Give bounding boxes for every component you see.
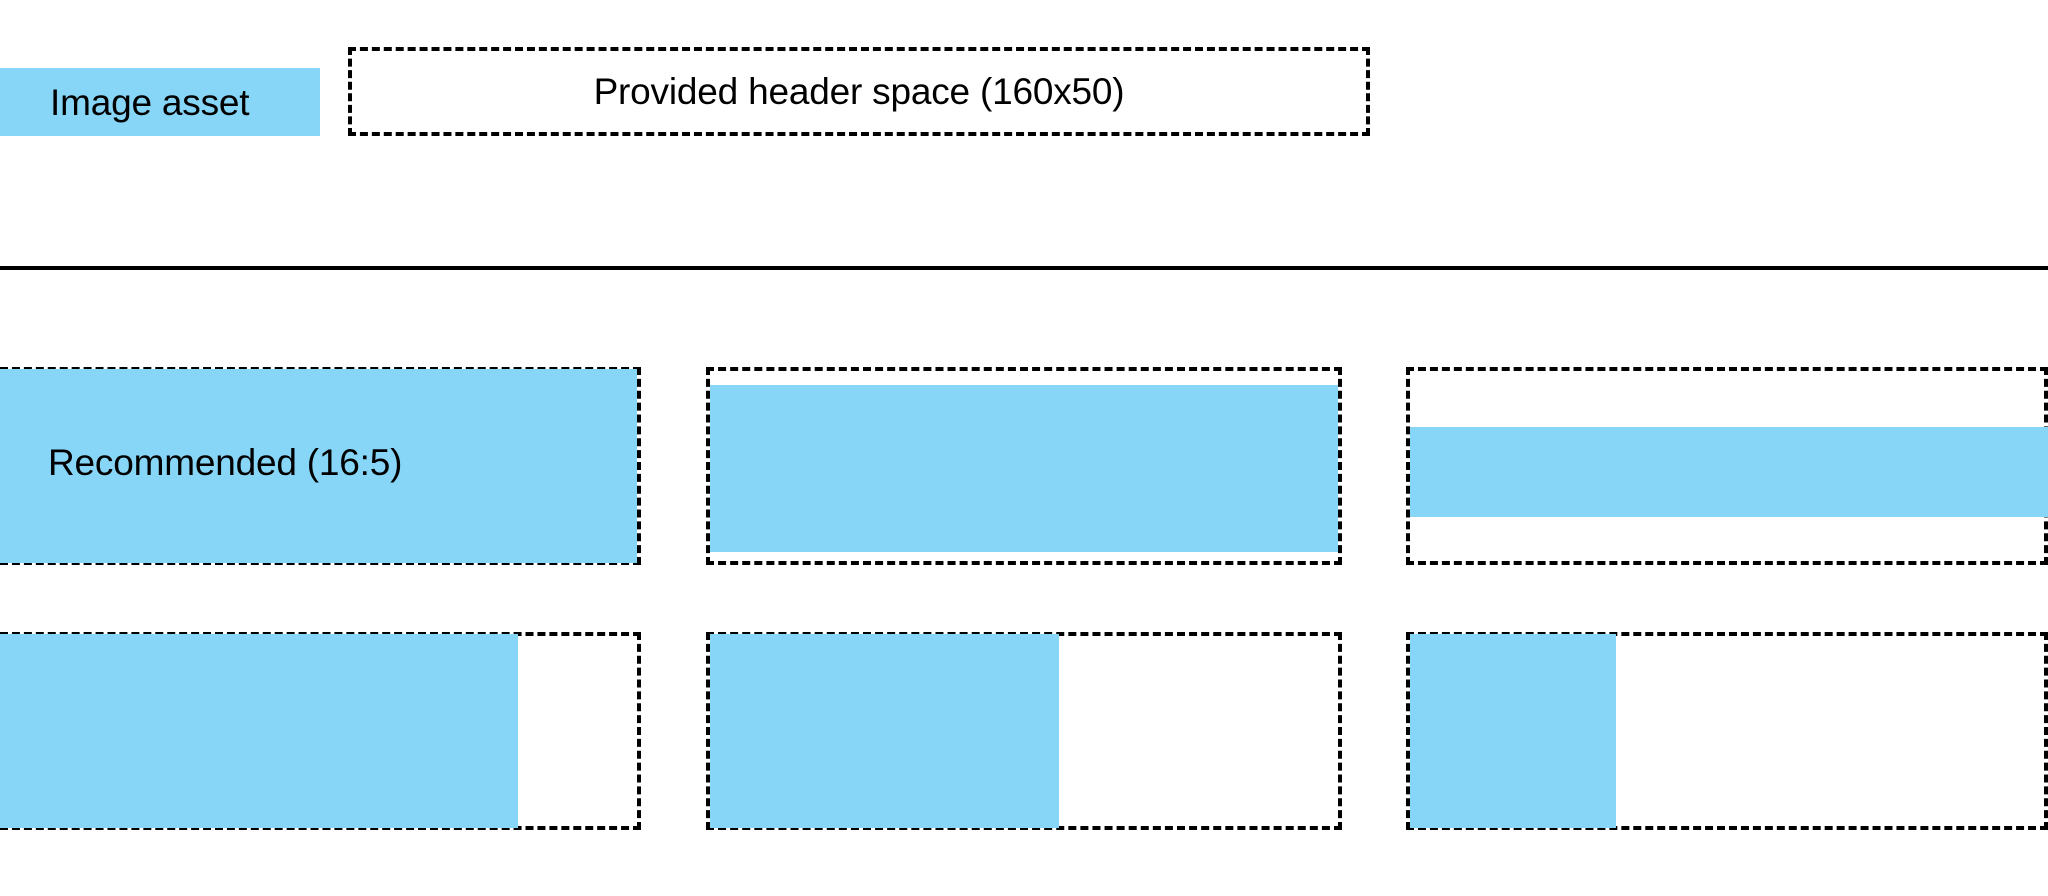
section-divider bbox=[0, 266, 2048, 270]
sample-fill-row2-col2 bbox=[710, 634, 1059, 828]
sample-label-recommended: Recommended (16:5) bbox=[48, 442, 403, 483]
sample-fill-row1-col1 bbox=[0, 369, 637, 563]
sample-tile-row1-col2 bbox=[706, 367, 1342, 565]
legend-image-asset-swatch: Image asset bbox=[0, 68, 320, 136]
legend-provided-header-space-label: Provided header space (160x50) bbox=[593, 71, 1125, 112]
sample-tile-row2-col3 bbox=[1406, 632, 2048, 830]
sample-fill-row2-col1 bbox=[0, 634, 518, 828]
legend-provided-header-space-box: Provided header space (160x50) bbox=[348, 47, 1370, 136]
legend-image-asset-label: Image asset bbox=[50, 81, 250, 123]
sample-fill-row1-col2 bbox=[710, 385, 1338, 552]
sample-fill-row1-col3 bbox=[1410, 427, 2048, 517]
sample-fill-row2-col3 bbox=[1410, 634, 1616, 828]
